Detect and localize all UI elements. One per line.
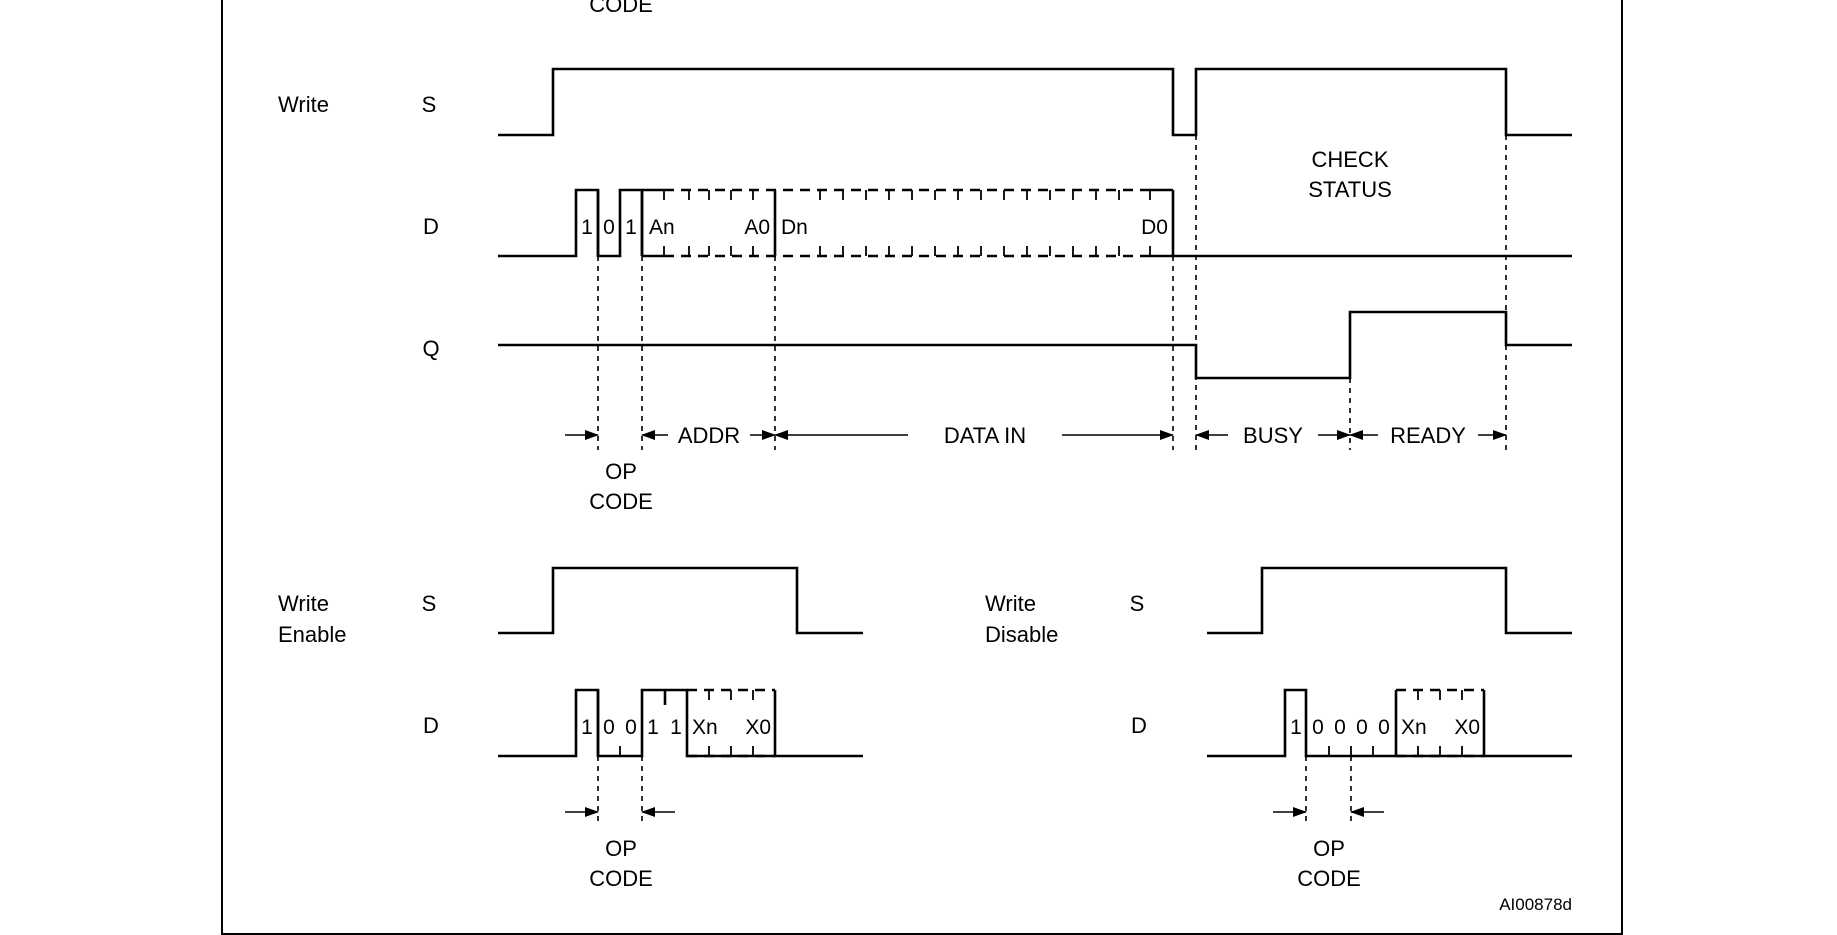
write-check-status-line2: STATUS [1308,177,1392,202]
write-data-in-label: DATA IN [944,423,1026,448]
write-disable-title-line1: Write [985,591,1036,616]
write-data-msb: Dn [781,216,808,239]
write-opcode-line2: CODE [589,489,653,514]
write-disable-bit-5: 0 [1378,716,1390,739]
write-disable-title-line2: Disable [985,622,1058,647]
write-data-lsb: D0 [1141,216,1168,239]
write-disable-s-label: S [1130,591,1145,616]
write-disable-bit-ticks [1328,690,1463,756]
write-addr-label: ADDR [678,423,740,448]
write-d-label: D [423,214,439,239]
write-enable-x-msb: Xn [692,716,718,739]
write-enable-title-line2: Enable [278,622,347,647]
write-opcode-line1: OP [605,459,637,484]
write-enable-opcode-line2: CODE [589,866,653,891]
write-bit-2: 0 [603,216,615,239]
write-enable-section: Write Enable S D 1 0 0 1 1 Xn X0 OP CODE [278,566,863,891]
write-enable-opcode-line1: OP [605,836,637,861]
write-enable-bit-4: 1 [647,716,659,739]
write-section: Write S D Q [278,67,1572,514]
write-disable-d-label: D [1131,713,1147,738]
write-disable-bit-4: 0 [1356,716,1368,739]
write-disable-x-lsb: X0 [1454,716,1480,739]
write-disable-x-msb: Xn [1401,716,1427,739]
write-q-waveform [498,310,1572,380]
write-bit-1: 1 [581,216,593,239]
write-q-label: Q [422,336,439,361]
write-s-label: S [422,92,437,117]
write-enable-bit-5: 1 [670,716,682,739]
write-disable-bit-3: 0 [1334,716,1346,739]
write-disable-opcode-line2: CODE [1297,866,1361,891]
write-disable-bit-2: 0 [1312,716,1324,739]
write-disable-d-waveform [1207,688,1572,758]
write-enable-s-waveform [498,566,863,635]
write-enable-s-label: S [422,591,437,616]
write-enable-d-label: D [423,713,439,738]
write-disable-bit-1: 1 [1290,716,1302,739]
write-d-waveform [498,188,644,258]
write-enable-bit-3: 0 [625,716,637,739]
write-disable-s-waveform [1207,566,1572,635]
write-enable-title-line1: Write [278,591,329,616]
write-title: Write [278,92,329,117]
write-enable-bit-2: 0 [603,716,615,739]
write-s-waveform [498,67,1572,137]
write-check-status-line1: CHECK [1311,147,1388,172]
figure-id: AI00878d [1499,895,1572,914]
write-disable-opcode-line1: OP [1313,836,1345,861]
top-opcode-cutoff: CODE [589,0,653,17]
write-enable-bit-1: 1 [581,716,593,739]
write-enable-bit-ticks [619,690,754,756]
write-busy-label: BUSY [1243,423,1303,448]
write-disable-section: Write Disable S D 1 0 0 0 0 Xn X0 OP COD… [985,566,1572,891]
write-enable-x-lsb: X0 [745,716,771,739]
write-addr-lsb: A0 [744,216,770,239]
write-addr-msb: An [649,216,675,239]
write-ready-label: READY [1390,423,1466,448]
write-d-bit-ticks [663,190,1151,256]
write-bit-3: 1 [625,216,637,239]
